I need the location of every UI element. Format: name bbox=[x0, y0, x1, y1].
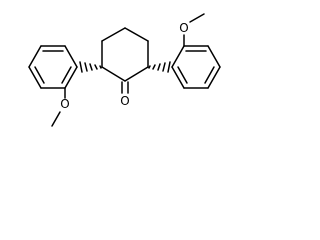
oxygen-methyl-bond bbox=[51, 111, 61, 127]
hash-line bbox=[94, 64, 98, 70]
ring-bond bbox=[124, 66, 149, 82]
left-stereo-hashed-bond bbox=[79, 61, 102, 73]
hash-line bbox=[162, 62, 166, 72]
right-methoxy-oxygen-label: O bbox=[179, 21, 188, 35]
hash-line bbox=[167, 61, 171, 73]
hash-line bbox=[152, 64, 156, 70]
right-benzene-ring bbox=[171, 45, 221, 89]
aromatic-bond bbox=[64, 45, 78, 68]
right-stereo-hashed-bond bbox=[148, 61, 171, 73]
oxygen-methyl-bond bbox=[189, 13, 205, 23]
ring-bond bbox=[101, 27, 126, 42]
left-methoxy-oxygen-label: O bbox=[60, 97, 69, 111]
aromatic-inner-bond bbox=[204, 66, 215, 84]
left-methoxy-group: O bbox=[51, 87, 70, 127]
hash-line bbox=[99, 65, 102, 69]
hash-line bbox=[79, 61, 83, 73]
carbonyl-oxygen-label: O bbox=[120, 94, 129, 108]
aromatic-bond bbox=[207, 45, 221, 68]
ring-bond bbox=[101, 66, 126, 82]
aromatic-bond bbox=[207, 66, 221, 89]
aromatic-bond bbox=[64, 66, 78, 89]
hash-line bbox=[89, 63, 93, 71]
hash-line bbox=[148, 65, 151, 69]
hash-line bbox=[84, 62, 88, 72]
hash-line bbox=[157, 63, 161, 71]
left-benzene-ring bbox=[28, 45, 78, 89]
cyclohexanone-ring bbox=[101, 27, 149, 82]
aromatic-inner-bond bbox=[61, 66, 72, 84]
aromatic-bond bbox=[28, 45, 42, 68]
aromatic-bond bbox=[28, 66, 42, 89]
aromatic-bond bbox=[171, 66, 185, 89]
aromatic-bond bbox=[171, 45, 185, 68]
chemical-structure-diagram: O O bbox=[28, 13, 221, 127]
carbonyl-group: O bbox=[120, 81, 130, 108]
right-methoxy-group: O bbox=[179, 13, 205, 47]
aromatic-inner-bond bbox=[177, 66, 188, 84]
aromatic-inner-bond bbox=[34, 66, 45, 84]
ring-bond bbox=[124, 27, 149, 42]
